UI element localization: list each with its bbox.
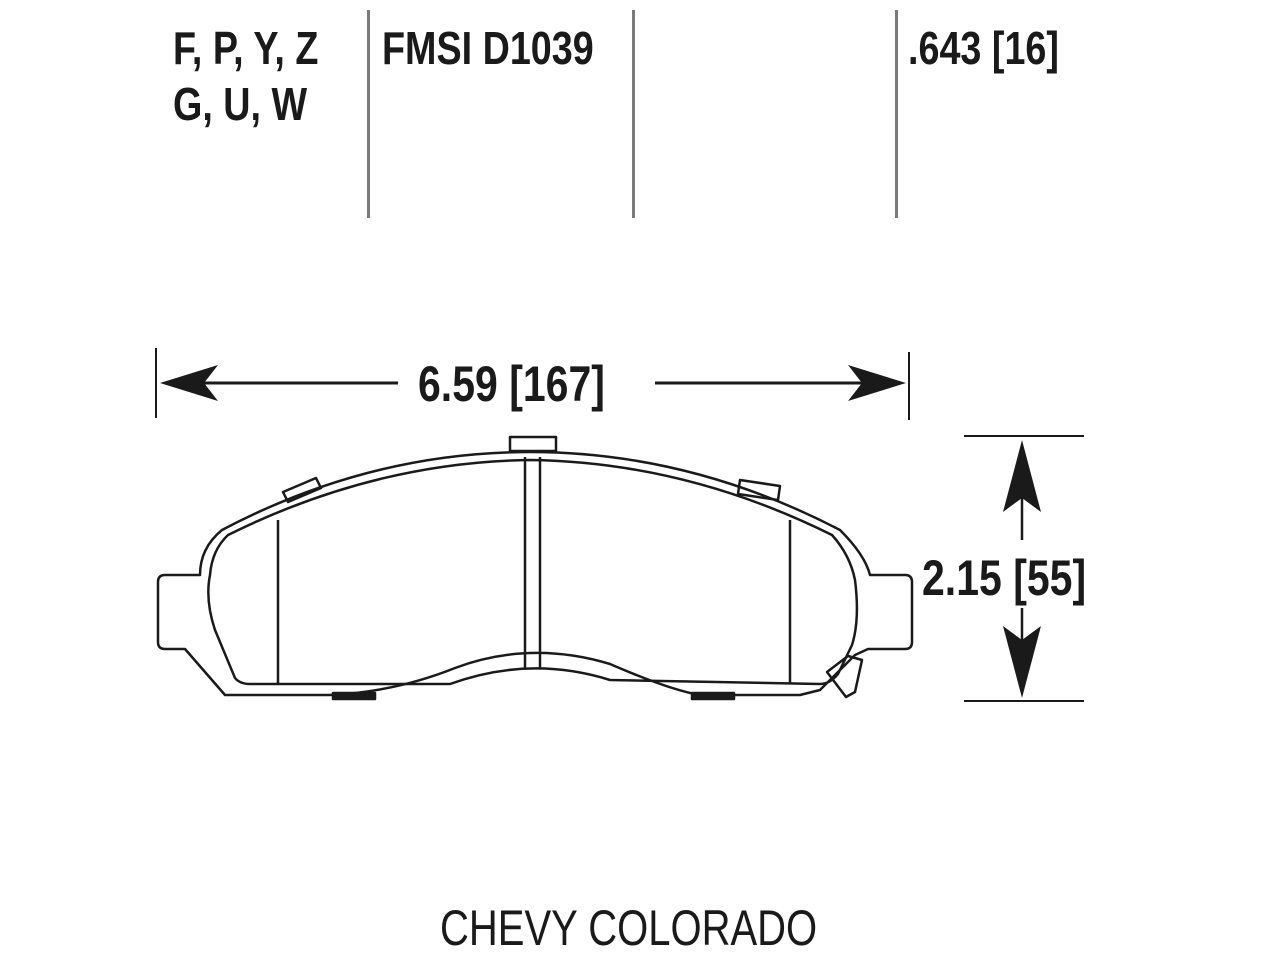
width-dimension-arrow: [155, 348, 910, 420]
arrow-right-icon: [848, 365, 906, 401]
header-divider-1: [367, 10, 370, 218]
pad-outline: [156, 435, 914, 701]
arrow-left-icon: [160, 365, 218, 401]
height-dimension-arrow: [964, 435, 1084, 702]
arrow-up-icon: [1003, 440, 1041, 512]
width-dimension-label: 6.59 [167]: [418, 356, 605, 412]
arrow-down-icon: [1003, 626, 1041, 698]
compound-codes: F, P, Y, Z G, U, W: [173, 20, 318, 132]
vehicle-name: CHEVY COLORADO: [440, 900, 818, 956]
header-divider-3: [895, 10, 898, 218]
compound-codes-line-2: G, U, W: [173, 78, 308, 130]
header-divider-2: [632, 10, 635, 218]
fmsi-number: FMSI D1039: [382, 22, 594, 74]
compound-codes-line-1: F, P, Y, Z: [173, 22, 319, 74]
pad-thickness: .643 [16]: [908, 22, 1059, 74]
height-dimension-label: 2.15 [55]: [922, 550, 1087, 606]
